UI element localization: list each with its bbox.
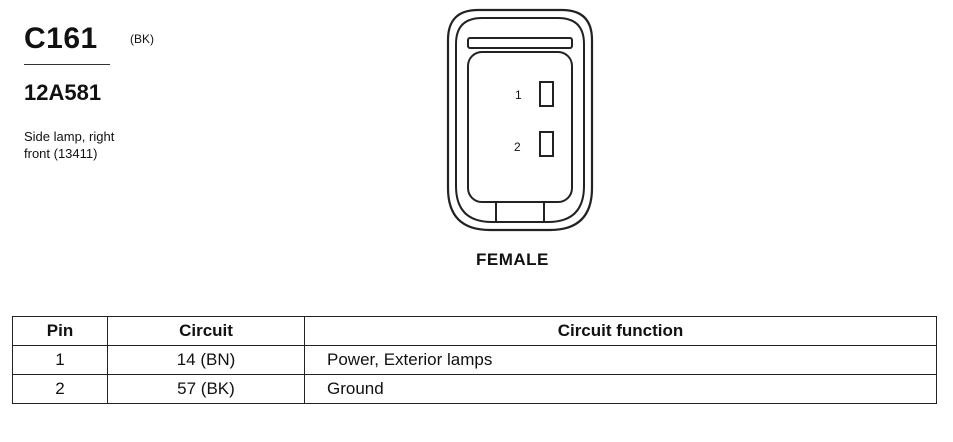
row-2-function: Ground <box>304 374 937 404</box>
header-circuit-function: Circuit function <box>304 316 937 346</box>
title-underline <box>24 64 110 65</box>
pin-2-label: 2 <box>514 140 521 154</box>
connector-housing-outer <box>446 8 594 232</box>
header-pin: Pin <box>12 316 108 346</box>
header-circuit: Circuit <box>107 316 305 346</box>
pin-2-terminal <box>539 131 554 157</box>
pinout-table: Pin Circuit Circuit function 1 14 (BN) P… <box>12 316 937 404</box>
row-2-circuit: 57 (BK) <box>107 374 305 404</box>
connector-keyway <box>495 202 545 223</box>
table-row: 1 14 (BN) Power, Exterior lamps <box>12 345 937 375</box>
gender-label: FEMALE <box>476 250 549 269</box>
connector-housing-inner-wall <box>455 17 585 223</box>
description-line-2: front (13411) <box>24 146 98 161</box>
part-number: 12A581 <box>24 80 102 105</box>
color-code: (BK) <box>130 32 154 46</box>
description-line-1: Side lamp, right <box>24 129 115 144</box>
connector-id: C161 <box>24 22 98 55</box>
row-1-pin: 1 <box>12 345 108 375</box>
connector-cavity <box>467 51 573 203</box>
row-1-function: Power, Exterior lamps <box>304 345 937 375</box>
row-1-circuit: 14 (BN) <box>107 345 305 375</box>
description: Side lamp, right front (13411) <box>24 128 184 162</box>
connector-latch <box>467 37 573 49</box>
table-header-row: Pin Circuit Circuit function <box>12 316 937 346</box>
table-row: 2 57 (BK) Ground <box>12 374 937 404</box>
row-2-pin: 2 <box>12 374 108 404</box>
pin-1-terminal <box>539 81 554 107</box>
pin-1-label: 1 <box>515 88 522 102</box>
connector-face-diagram <box>446 8 594 232</box>
